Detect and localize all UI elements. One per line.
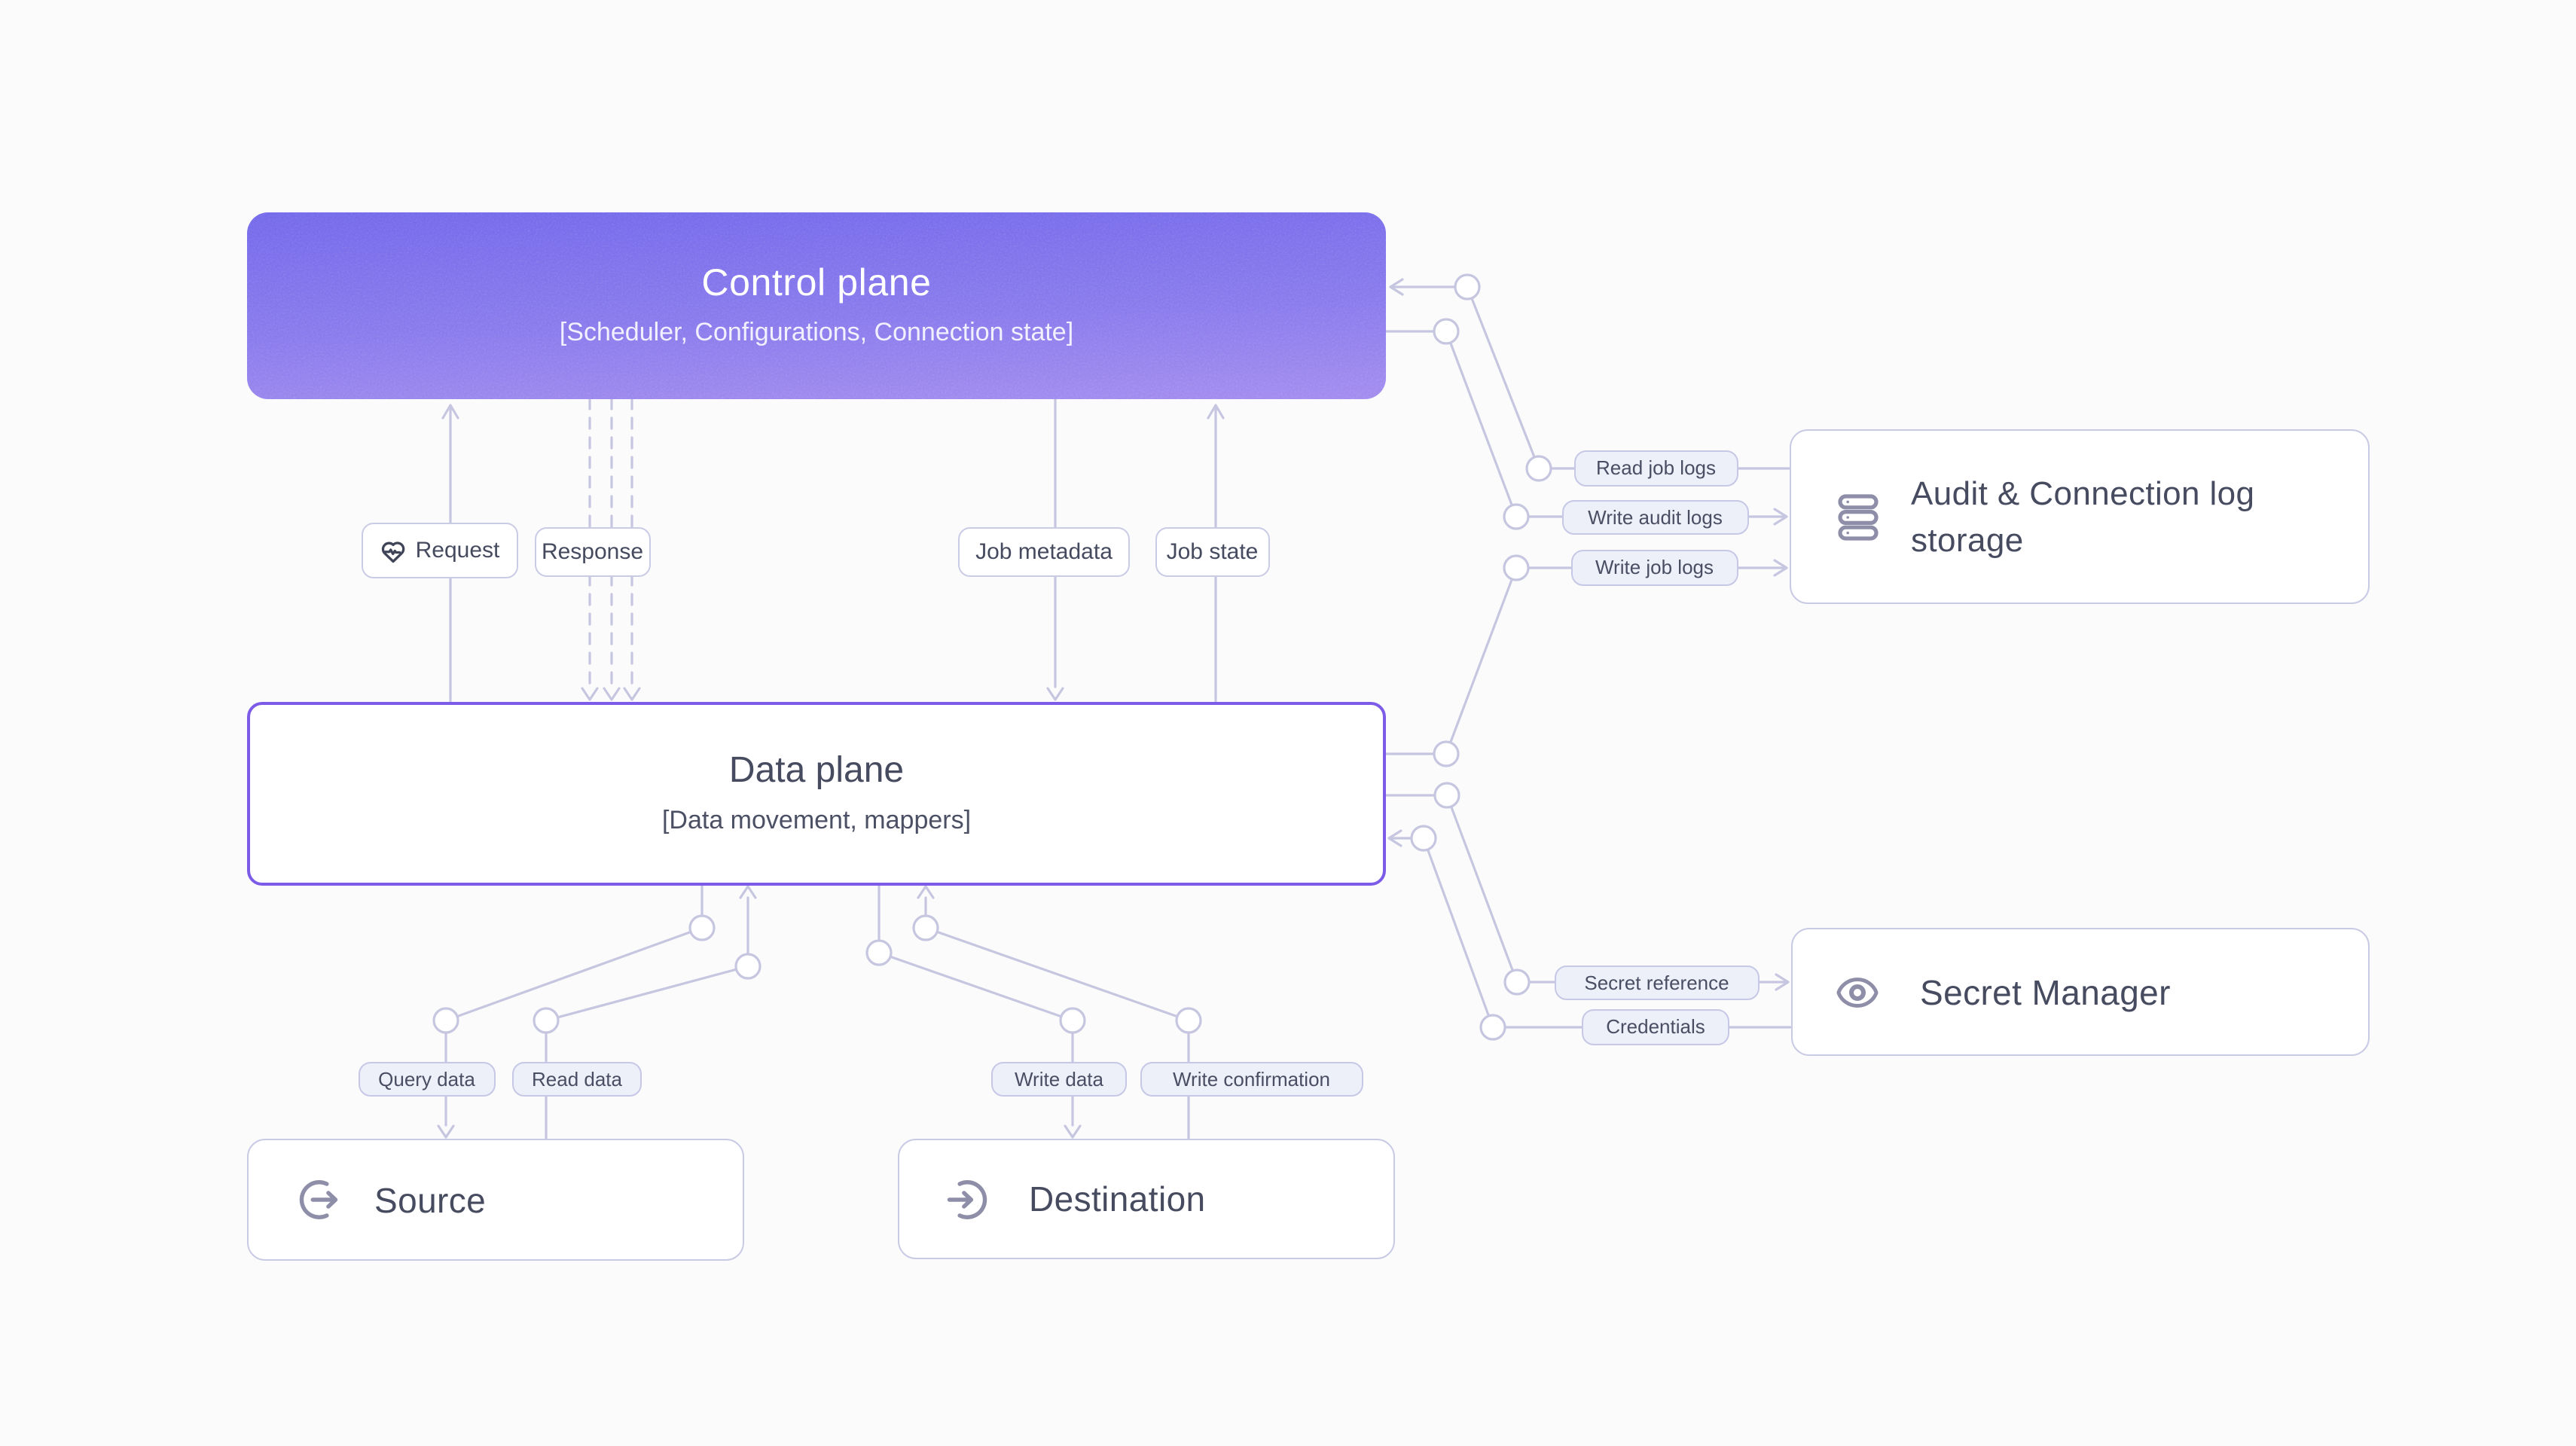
eye-icon [1834, 969, 1879, 1014]
log-in-icon [945, 1176, 991, 1222]
secret-reference-chip: Secret reference [1555, 965, 1759, 999]
data-plane-title: Data plane [728, 750, 905, 791]
heart-pulse-icon [380, 537, 407, 564]
credentials-label: Credentials [1606, 1015, 1705, 1039]
write-audit-logs-label: Write audit logs [1588, 505, 1723, 529]
source-title: Source [374, 1180, 487, 1219]
response-label: Response [541, 539, 644, 565]
read-job-logs-line [1389, 278, 1790, 470]
data-plane-node: Data plane [Data movement, mappers] [247, 701, 1386, 885]
database-icon [1837, 493, 1878, 540]
write-job-logs-line [1385, 559, 1788, 755]
job-metadata-label: Job metadata [975, 538, 1113, 565]
read-data-line [545, 885, 757, 1140]
response-arrowheads [581, 687, 641, 701]
write-data-chip: Write data [991, 1061, 1127, 1096]
write-confirmation-chip: Write confirmation [1140, 1061, 1363, 1096]
destination-title: Destination [1029, 1179, 1206, 1219]
read-job-logs-label: Read job logs [1596, 456, 1716, 480]
data-plane-subtitle: [Data movement, mappers] [661, 806, 972, 834]
write-confirmation-label: Write confirmation [1172, 1067, 1330, 1090]
query-data-label: Query data [378, 1067, 475, 1090]
log-out-icon [295, 1176, 341, 1223]
junction-circles [432, 273, 1552, 1041]
audit-log-storage-node: Audit & Connection log storage [1789, 429, 2369, 604]
control-plane-subtitle: [Scheduler, Configurations, Connection s… [559, 318, 1074, 347]
audit-log-storage-title: Audit & Connection log storage [1911, 474, 2255, 559]
read-job-logs-chip: Read job logs [1574, 450, 1738, 486]
write-job-logs-chip: Write job logs [1570, 550, 1738, 585]
write-data-label: Write data [1014, 1067, 1103, 1090]
request-label: Request [415, 538, 500, 563]
write-audit-logs-chip: Write audit logs [1561, 499, 1749, 535]
control-plane-node: Control plane [Scheduler, Configurations… [247, 212, 1386, 398]
credentials-chip: Credentials [1582, 1009, 1729, 1045]
write-data-line [877, 883, 1082, 1139]
read-data-chip: Read data [512, 1061, 642, 1096]
job-state-label: Job state [1166, 539, 1259, 565]
response-chip: Response [534, 527, 651, 577]
secret-manager-title: Secret Manager [1920, 972, 2171, 1011]
write-job-logs-label: Write job logs [1595, 556, 1714, 579]
secret-reference-line [1385, 794, 1790, 991]
read-data-label: Read data [532, 1067, 622, 1090]
query-data-line [437, 883, 704, 1139]
job-state-chip: Job state [1155, 527, 1270, 577]
control-plane-title: Control plane [701, 262, 932, 305]
source-node: Source [246, 1139, 744, 1261]
secret-reference-label: Secret reference [1584, 971, 1729, 993]
request-chip: Request [362, 523, 517, 578]
write-audit-logs-line [1385, 330, 1788, 526]
query-data-chip: Query data [358, 1061, 496, 1096]
destination-node: Destination [898, 1139, 1395, 1259]
secret-manager-node: Secret Manager [1790, 928, 2369, 1056]
job-metadata-chip: Job metadata [958, 526, 1130, 577]
